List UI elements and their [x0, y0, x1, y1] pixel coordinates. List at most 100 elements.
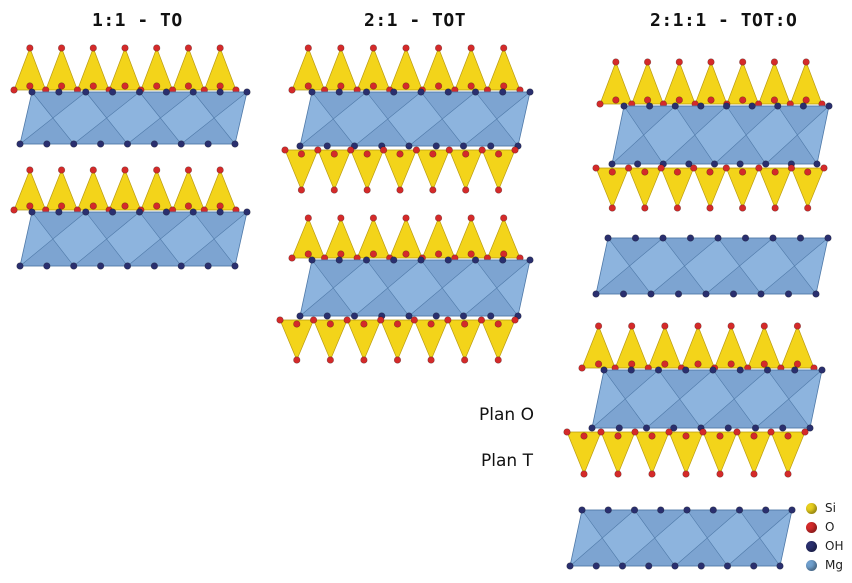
- oxygen-atom: [369, 82, 378, 90]
- tetrahedron: [421, 217, 456, 259]
- oxygen-atom: [57, 166, 66, 174]
- hydroxyl-atom: [16, 262, 24, 270]
- hydroxyl-atom: [642, 424, 651, 432]
- hydroxyl-atom: [123, 140, 132, 148]
- oxygen-atom: [787, 164, 796, 172]
- oxygen-atom: [363, 150, 371, 158]
- oxygen-atom: [628, 360, 636, 368]
- oxygen-atom: [184, 166, 193, 174]
- oxygen-atom: [309, 316, 318, 324]
- hydroxyl-atom: [231, 140, 239, 148]
- oxygen-atom: [738, 204, 747, 212]
- oxygen-atom: [153, 166, 161, 174]
- tetrahedron: [356, 47, 391, 91]
- tetrahedron: [694, 61, 728, 105]
- hydroxyl-atom: [647, 290, 655, 298]
- legend-o: O: [806, 520, 834, 534]
- hydroxyl-atom: [204, 262, 212, 270]
- tetrahedron: [454, 217, 488, 259]
- hydroxyl-atom: [697, 562, 705, 570]
- oxygen-atom: [500, 82, 508, 90]
- oxygen-atom: [216, 44, 224, 52]
- oxygen-atom: [661, 322, 669, 330]
- oxygen-atom: [690, 164, 698, 172]
- oxygen-atom: [337, 82, 345, 90]
- hydroxyl-atom: [588, 424, 596, 432]
- tetrahedron: [714, 325, 749, 369]
- hydroxyl-atom: [362, 88, 371, 96]
- oxygen-atom: [330, 150, 338, 158]
- oxygen-atom: [760, 360, 768, 368]
- oxygen-atom: [402, 214, 410, 222]
- oxygen-atom: [608, 204, 616, 212]
- tetrahedron: [634, 431, 670, 475]
- oxygen-atom: [614, 470, 622, 478]
- hydroxyl-atom: [729, 290, 738, 298]
- oxygen-atom: [360, 356, 368, 364]
- hydroxyl-atom: [55, 88, 63, 96]
- oxygen-atom: [641, 204, 649, 212]
- hydroxyl-atom: [627, 366, 635, 374]
- tetrahedron: [317, 149, 352, 191]
- oxygen-atom: [304, 44, 312, 52]
- oxygen-atom: [434, 44, 443, 52]
- oxygen-atom: [631, 428, 639, 436]
- hydroxyl-atom: [150, 262, 158, 270]
- oxygen-atom: [369, 214, 378, 222]
- hydroxyl-atom: [578, 506, 586, 514]
- hydroxyl-atom: [335, 256, 343, 264]
- hydroxyl-atom: [736, 160, 744, 168]
- oxygen-atom: [770, 96, 779, 104]
- oxygen-atom: [494, 186, 503, 194]
- oxygen-atom: [363, 186, 371, 194]
- oxygen-atom: [288, 254, 296, 262]
- hydroxyl-atom: [70, 140, 78, 148]
- plan-t-label: Plan T: [481, 451, 533, 471]
- tetrahedron: [660, 167, 695, 209]
- tetrahedron: [291, 47, 326, 91]
- oxygen-atom: [738, 168, 747, 176]
- oxygen-atom: [682, 432, 690, 440]
- tetrahedron: [790, 167, 825, 209]
- oxygen-atom: [760, 322, 768, 330]
- hydroxyl-atom: [806, 424, 814, 432]
- hydroxyl-atom: [657, 506, 665, 514]
- hydroxyl-atom: [702, 290, 710, 298]
- hydroxyl-atom: [750, 562, 758, 570]
- oxygen-atom: [820, 164, 828, 172]
- oxygen-atom: [770, 58, 779, 66]
- oxygen-atom: [478, 146, 486, 154]
- tetrahedron: [313, 319, 348, 361]
- tetrahedron: [480, 319, 516, 361]
- hydroxyl-atom: [526, 88, 534, 96]
- tetrahedron: [747, 325, 782, 369]
- hydroxyl-atom: [824, 234, 832, 242]
- oxygen-atom: [624, 164, 633, 172]
- hydroxyl-atom: [417, 88, 425, 96]
- legend-oh-label: OH: [825, 539, 844, 553]
- oxygen-atom: [379, 146, 388, 154]
- hydroxyl-atom: [619, 290, 628, 298]
- oxygen-atom: [434, 214, 443, 222]
- oxygen-atom: [494, 356, 502, 364]
- oxygen-atom: [184, 82, 193, 90]
- oxygen-atom: [216, 82, 224, 90]
- legend-mg: Mg: [806, 558, 843, 572]
- oxygen-atom: [592, 164, 600, 172]
- hydroxyl-atom: [177, 140, 185, 148]
- oxygen-atom: [793, 322, 802, 330]
- oxygen-atom: [673, 204, 682, 212]
- hydroxyl-atom: [150, 140, 158, 148]
- hydroxyl-atom: [600, 366, 608, 374]
- oxygen-atom: [801, 428, 809, 436]
- oxygen-atom: [429, 150, 437, 158]
- hydroxyl-atom: [189, 88, 197, 96]
- oxygen-atom: [675, 96, 683, 104]
- oxygen-atom: [699, 428, 707, 436]
- hydroxyl-atom: [55, 208, 63, 216]
- hydroxyl-atom: [162, 208, 170, 216]
- oxygen-atom: [402, 250, 410, 258]
- hydroxyl-atom: [177, 262, 185, 270]
- oxygen-atom: [494, 150, 503, 158]
- hydroxyl-atom: [135, 88, 144, 96]
